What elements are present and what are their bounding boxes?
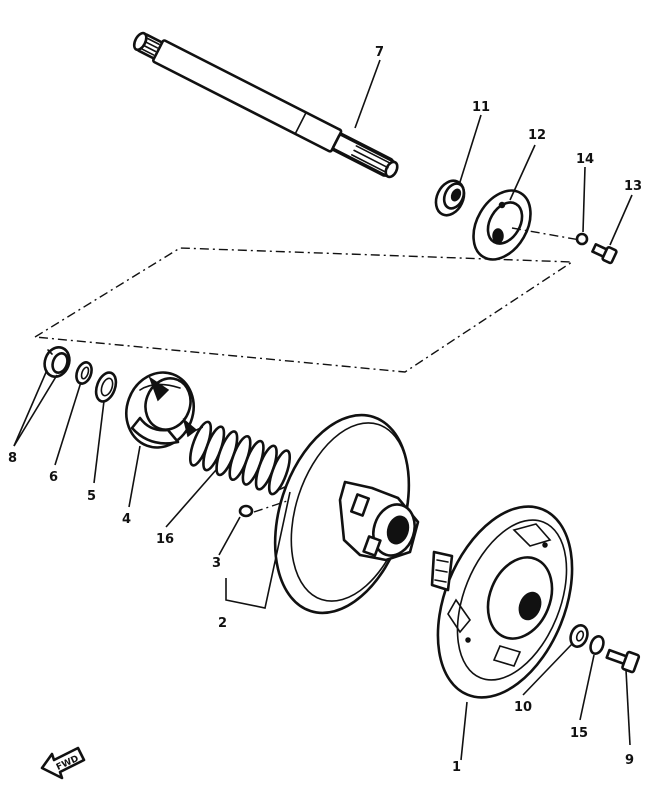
compression-spring — [188, 420, 292, 496]
callout-11: 11 — [472, 100, 490, 115]
washer-10 — [569, 624, 589, 648]
callout-12: 12 — [528, 128, 546, 143]
movable-sheave — [430, 505, 574, 699]
circlips — [43, 346, 71, 378]
bolt-9 — [605, 648, 641, 674]
callout-14: 14 — [576, 152, 594, 167]
lock-washer — [575, 232, 589, 246]
bolt — [591, 243, 618, 265]
oil-seal — [434, 179, 466, 217]
callout-9: 9 — [625, 753, 634, 768]
callout-1: 1 — [452, 760, 461, 775]
callout-2: 2 — [218, 616, 227, 631]
callout-8: 8 — [8, 451, 17, 466]
washer-6 — [75, 361, 93, 385]
washer-5 — [94, 371, 118, 403]
callout-16: 16 — [156, 532, 174, 547]
callout-10: 10 — [514, 700, 532, 715]
callout-5: 5 — [87, 489, 96, 504]
key — [238, 504, 254, 518]
leader-lines — [13, 59, 633, 761]
lock-washer-15 — [589, 634, 605, 656]
callout-13: 13 — [624, 179, 642, 194]
spring-seat — [125, 371, 198, 449]
cam-plate — [472, 189, 532, 261]
callout-15: 15 — [570, 726, 588, 741]
front-arrow: FWD — [40, 746, 86, 780]
callout-6: 6 — [49, 470, 58, 485]
fixed-sheave — [273, 413, 420, 615]
callout-3: 3 — [212, 556, 221, 571]
callout-4: 4 — [122, 512, 131, 527]
alignment-lines — [34, 227, 581, 513]
callout-7: 7 — [375, 45, 384, 60]
primary-shaft — [132, 31, 399, 179]
